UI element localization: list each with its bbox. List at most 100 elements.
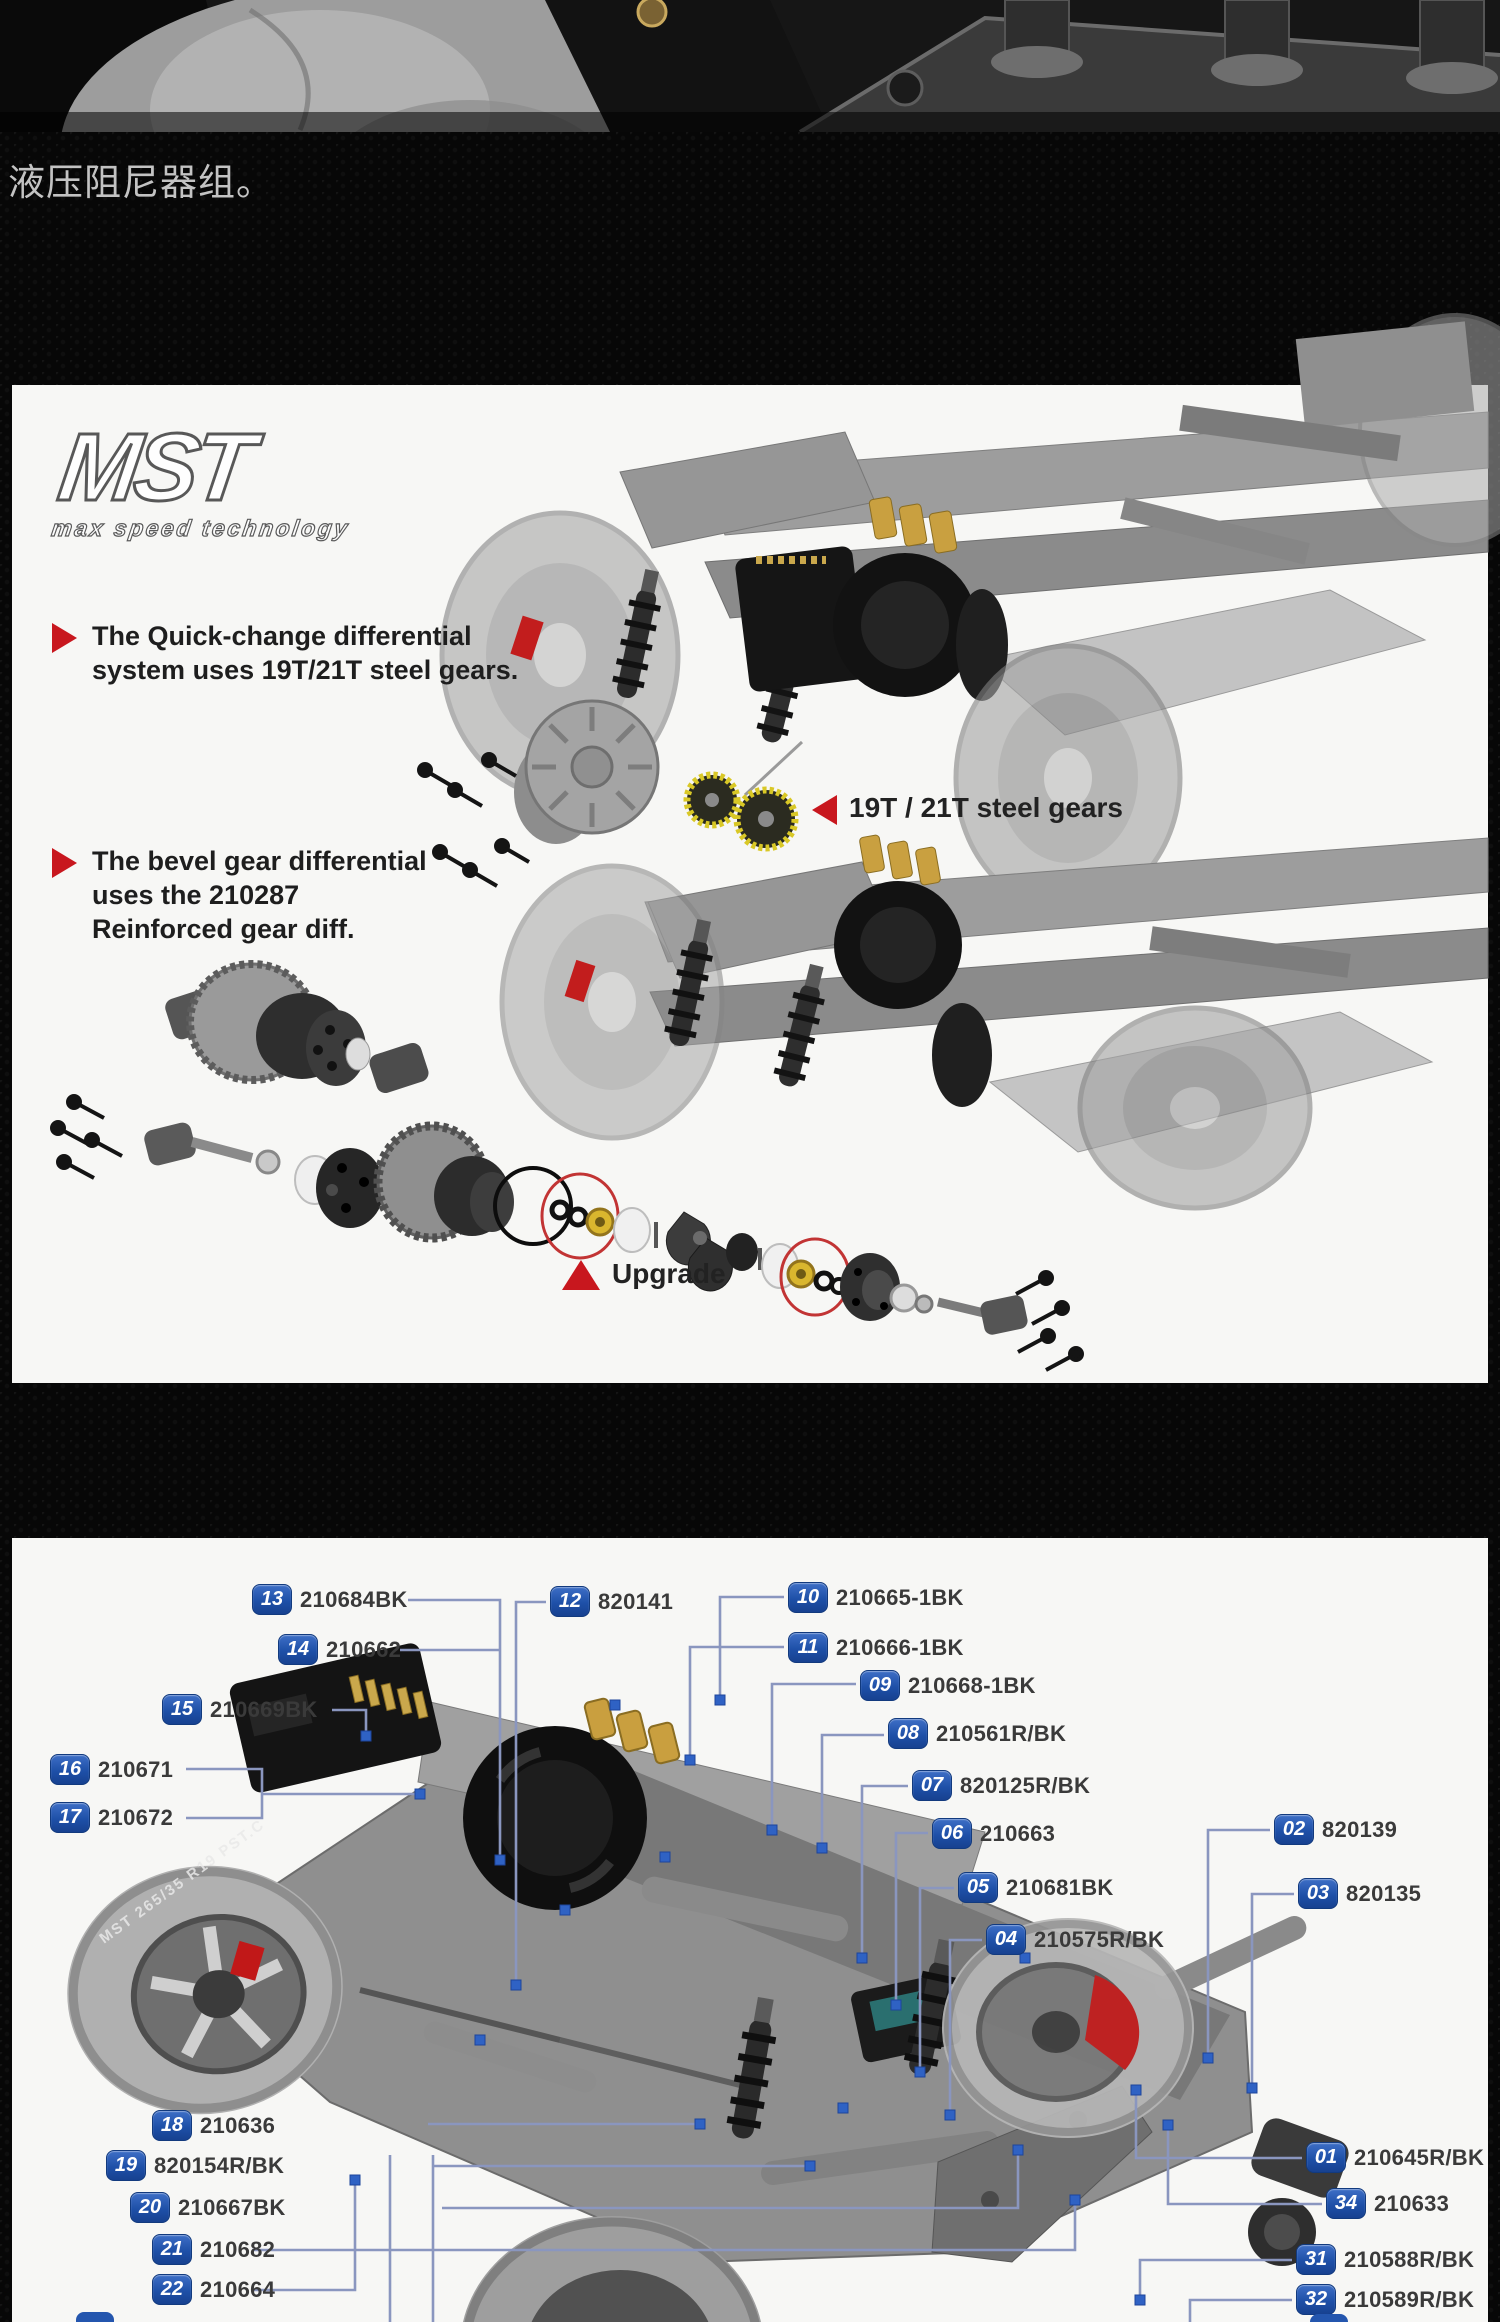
part-label-07: 07 820125R/BK: [912, 1770, 1090, 1801]
part-code: 210664: [200, 2276, 276, 2302]
part-badge: 11: [788, 1632, 828, 1663]
part-code: 210588R/BK: [1344, 2246, 1475, 2272]
part-badge: 03: [1298, 1878, 1338, 1909]
part-code: 210633: [1374, 2190, 1450, 2216]
left-arrow-icon: [812, 795, 837, 825]
part-badge: 14: [278, 1634, 318, 1665]
part-label-15: 15 210669BK: [162, 1694, 318, 1725]
upgrade-callout-text: Upgrade: [612, 1258, 726, 1289]
part-code: 210636: [200, 2112, 276, 2138]
part-code: 820139: [1322, 1816, 1398, 1842]
up-arrow-icon: [562, 1260, 600, 1290]
bullet-arrow-icon: [52, 623, 77, 653]
part-code: 210682: [200, 2236, 276, 2262]
mst-logo-subtitle: max speed technology: [49, 514, 352, 541]
render-chassis-middle: [499, 834, 1489, 1211]
bullet-text: The Quick-change differential system use…: [92, 621, 519, 685]
part-label-21: 21 210682: [152, 2234, 275, 2265]
mst-logo: MST max speed technology: [49, 413, 364, 542]
part-badge: 08: [888, 1718, 928, 1749]
bullet-quick-change: The Quick-change differential system use…: [52, 620, 518, 688]
part-label-16: 16 210671: [50, 1754, 173, 1785]
part-badge: 07: [912, 1770, 952, 1801]
part-badge: 13: [252, 1584, 292, 1615]
part-code: 820125R/BK: [960, 1772, 1091, 1798]
gears-callout: 19T / 21T steel gears: [812, 792, 1123, 825]
part-badge: 32: [1296, 2284, 1336, 2315]
part-code: 210667BK: [178, 2194, 286, 2220]
part-code: 210665-1BK: [836, 1584, 964, 1610]
part-badge: 21: [152, 2234, 192, 2265]
part-badge: 09: [860, 1670, 900, 1701]
top-photo: [0, 0, 1500, 132]
gears-callout-text: 19T / 21T steel gears: [849, 792, 1123, 823]
part-badge: 12: [550, 1586, 590, 1617]
part-code: 210589R/BK: [1344, 2286, 1475, 2312]
part-code: 210681BK: [1006, 1874, 1114, 1900]
part-label-19: 19 820154R/BK: [106, 2150, 284, 2181]
part-code: 210662: [326, 1636, 402, 1662]
part-code: 210671: [98, 1756, 174, 1782]
part-label-18: 18 210636: [152, 2110, 275, 2141]
part-label-cutoff: [76, 2312, 114, 2322]
part-badge: 20: [130, 2192, 170, 2223]
part-code: 210645R/BK: [1354, 2144, 1485, 2170]
part-code: 210561R/BK: [936, 1720, 1067, 1746]
part-badge: 04: [986, 1924, 1026, 1955]
part-label-08: 08 210561R/BK: [888, 1718, 1066, 1749]
part-badge: 06: [932, 1818, 972, 1849]
part-label-32: 32 210589R/BK: [1296, 2284, 1474, 2315]
part-code: 210668-1BK: [908, 1672, 1036, 1698]
part-code: 210575R/BK: [1034, 1926, 1165, 1952]
part-label-04: 04 210575R/BK: [986, 1924, 1164, 1955]
part-badge: 31: [1296, 2244, 1336, 2275]
part-label-11: 11 210666-1BK: [788, 1632, 964, 1663]
part-label-13: 13 210684BK: [252, 1584, 408, 1615]
part-code: 210684BK: [300, 1586, 408, 1612]
part-badge: 02: [1274, 1814, 1314, 1845]
part-label-01: 01 210645R/BK: [1306, 2142, 1484, 2173]
part-badge: 19: [106, 2150, 146, 2181]
exploded-diff-parts: [50, 960, 1084, 1372]
part-badge: 18: [152, 2110, 192, 2141]
part-label-02: 02 820139: [1274, 1814, 1397, 1845]
part-badge: 15: [162, 1694, 202, 1725]
part-code: 210672: [98, 1804, 174, 1830]
part-label-cutoff: [1310, 2314, 1348, 2322]
bullet-arrow-icon: [52, 848, 77, 878]
part-badge: 10: [788, 1582, 828, 1613]
render-chassis-top: [439, 313, 1500, 913]
part-code: 820154R/BK: [154, 2152, 285, 2178]
part-badge: 16: [50, 1754, 90, 1785]
part-label-05: 05 210681BK: [958, 1872, 1114, 1903]
part-code: 210669BK: [210, 1696, 318, 1722]
part-code: 210666-1BK: [836, 1634, 964, 1660]
part-code: 820135: [1346, 1880, 1422, 1906]
part-label-17: 17 210672: [50, 1802, 173, 1833]
part-label-12: 12 820141: [550, 1586, 673, 1617]
bullet-text: The bevel gear differential uses the 210…: [92, 846, 427, 944]
upgrade-callout: Upgrade: [562, 1258, 726, 1290]
render-chassis-bottom: MST 265/35 R19 PST.C: [67, 1643, 1349, 2322]
callout-dots: [349, 1694, 1258, 2306]
part-label-22: 22 210664: [152, 2274, 275, 2305]
part-badge: 05: [958, 1872, 998, 1903]
caption-text: 液压阻尼器组。: [8, 162, 274, 203]
part-label-34: 34 210633: [1326, 2188, 1449, 2219]
part-label-10: 10 210665-1BK: [788, 1582, 964, 1613]
bullet-bevel-gear: The bevel gear differential uses the 210…: [52, 845, 427, 946]
part-code: 820141: [598, 1588, 674, 1614]
part-code: 210663: [980, 1820, 1056, 1846]
mst-logo-title: MST: [51, 413, 257, 523]
part-label-06: 06 210663: [932, 1818, 1055, 1849]
part-badge: 34: [1326, 2188, 1366, 2219]
part-badge: 17: [50, 1802, 90, 1833]
part-badge: 01: [1306, 2142, 1346, 2173]
part-label-14: 14 210662: [278, 1634, 401, 1665]
part-badge: 22: [152, 2274, 192, 2305]
part-label-20: 20 210667BK: [130, 2192, 286, 2223]
diff-cover-and-gears: [417, 699, 799, 888]
part-label-31: 31 210588R/BK: [1296, 2244, 1474, 2275]
